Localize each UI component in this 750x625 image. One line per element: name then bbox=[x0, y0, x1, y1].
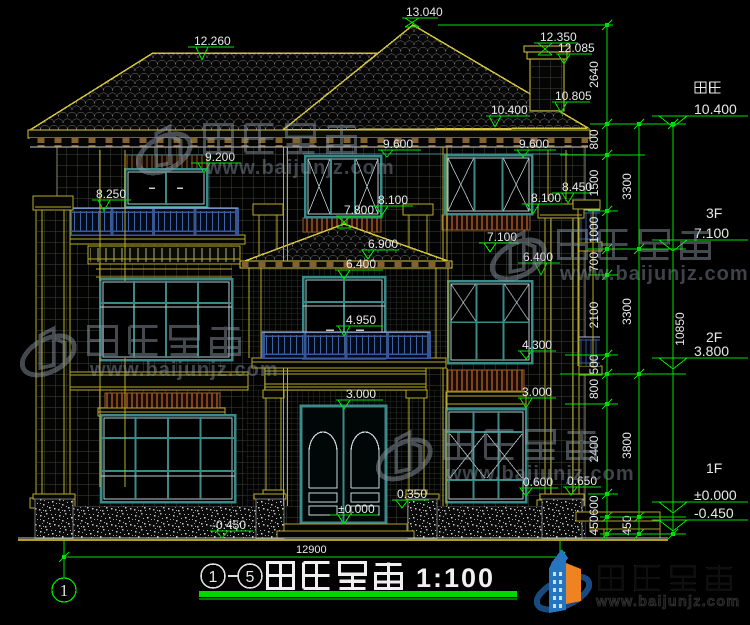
svg-text:1:100: 1:100 bbox=[416, 563, 495, 593]
svg-text:4.300: 4.300 bbox=[522, 338, 552, 352]
svg-text:450: 450 bbox=[620, 515, 634, 535]
svg-text:2F: 2F bbox=[706, 329, 722, 345]
svg-text:1500: 1500 bbox=[587, 169, 601, 196]
svg-text:1000: 1000 bbox=[587, 216, 601, 243]
svg-text:13.040: 13.040 bbox=[406, 5, 443, 19]
svg-text:0.650: 0.650 bbox=[567, 474, 597, 488]
svg-text:8.450: 8.450 bbox=[562, 180, 592, 194]
svg-text:7.100: 7.100 bbox=[694, 225, 729, 241]
svg-text:-0.450: -0.450 bbox=[694, 505, 734, 521]
svg-text:1: 1 bbox=[209, 569, 218, 586]
svg-text:9.600: 9.600 bbox=[519, 137, 549, 151]
svg-text:www.baijunjz.com: www.baijunjz.com bbox=[445, 463, 635, 485]
svg-text:5: 5 bbox=[246, 569, 255, 586]
svg-text:700: 700 bbox=[587, 252, 601, 272]
svg-text:7.800: 7.800 bbox=[344, 203, 374, 217]
svg-text:12.085: 12.085 bbox=[558, 41, 595, 55]
svg-text:9.600: 9.600 bbox=[383, 137, 413, 151]
svg-text:±0.000: ±0.000 bbox=[338, 502, 375, 516]
svg-text:3.800: 3.800 bbox=[694, 343, 729, 359]
svg-text:1: 1 bbox=[60, 581, 69, 600]
svg-text:800: 800 bbox=[587, 379, 601, 399]
svg-text:3F: 3F bbox=[706, 205, 722, 221]
svg-text:2640: 2640 bbox=[587, 61, 601, 88]
svg-text:3.000: 3.000 bbox=[346, 387, 376, 401]
svg-text:800: 800 bbox=[587, 129, 601, 149]
svg-text:12.350: 12.350 bbox=[540, 30, 577, 44]
svg-text:8.100: 8.100 bbox=[531, 191, 561, 205]
svg-text:450: 450 bbox=[587, 515, 601, 535]
svg-text:6.400: 6.400 bbox=[523, 250, 553, 264]
svg-text:±0.000: ±0.000 bbox=[694, 487, 737, 503]
svg-text:-0.450: -0.450 bbox=[212, 518, 246, 532]
svg-text:0.600: 0.600 bbox=[523, 475, 553, 489]
svg-text:6.900: 6.900 bbox=[368, 237, 398, 251]
svg-text:500: 500 bbox=[587, 354, 601, 374]
svg-text:12900: 12900 bbox=[296, 544, 327, 556]
svg-text:1F: 1F bbox=[706, 460, 722, 476]
svg-text:8.250: 8.250 bbox=[96, 187, 126, 201]
svg-text:600: 600 bbox=[587, 495, 601, 515]
svg-text:7.100: 7.100 bbox=[487, 230, 517, 244]
svg-text:www.baijunjz.com: www.baijunjz.com bbox=[89, 359, 279, 381]
svg-text:2100: 2100 bbox=[587, 301, 601, 328]
svg-text:www.baijunjz.com: www.baijunjz.com bbox=[205, 157, 395, 179]
svg-text:0.350: 0.350 bbox=[397, 487, 427, 501]
svg-text:3.000: 3.000 bbox=[522, 385, 552, 399]
svg-text:4.950: 4.950 bbox=[346, 313, 376, 327]
svg-text:10850: 10850 bbox=[673, 312, 687, 346]
svg-text:9.200: 9.200 bbox=[205, 150, 235, 164]
svg-text:www.baijunjz.com: www.baijunjz.com bbox=[559, 263, 749, 285]
svg-text:12.260: 12.260 bbox=[194, 34, 231, 48]
svg-text:8.100: 8.100 bbox=[378, 193, 408, 207]
svg-text:3300: 3300 bbox=[620, 298, 634, 325]
svg-text:10.400: 10.400 bbox=[694, 101, 737, 117]
svg-text:www.baijunjz.com: www.baijunjz.com bbox=[595, 594, 740, 610]
svg-text:2400: 2400 bbox=[587, 435, 601, 462]
svg-text:6.400: 6.400 bbox=[346, 257, 376, 271]
svg-text:10.805: 10.805 bbox=[555, 89, 592, 103]
svg-text:10.400: 10.400 bbox=[491, 103, 528, 117]
svg-text:3300: 3300 bbox=[620, 173, 634, 200]
svg-text:3800: 3800 bbox=[620, 432, 634, 459]
